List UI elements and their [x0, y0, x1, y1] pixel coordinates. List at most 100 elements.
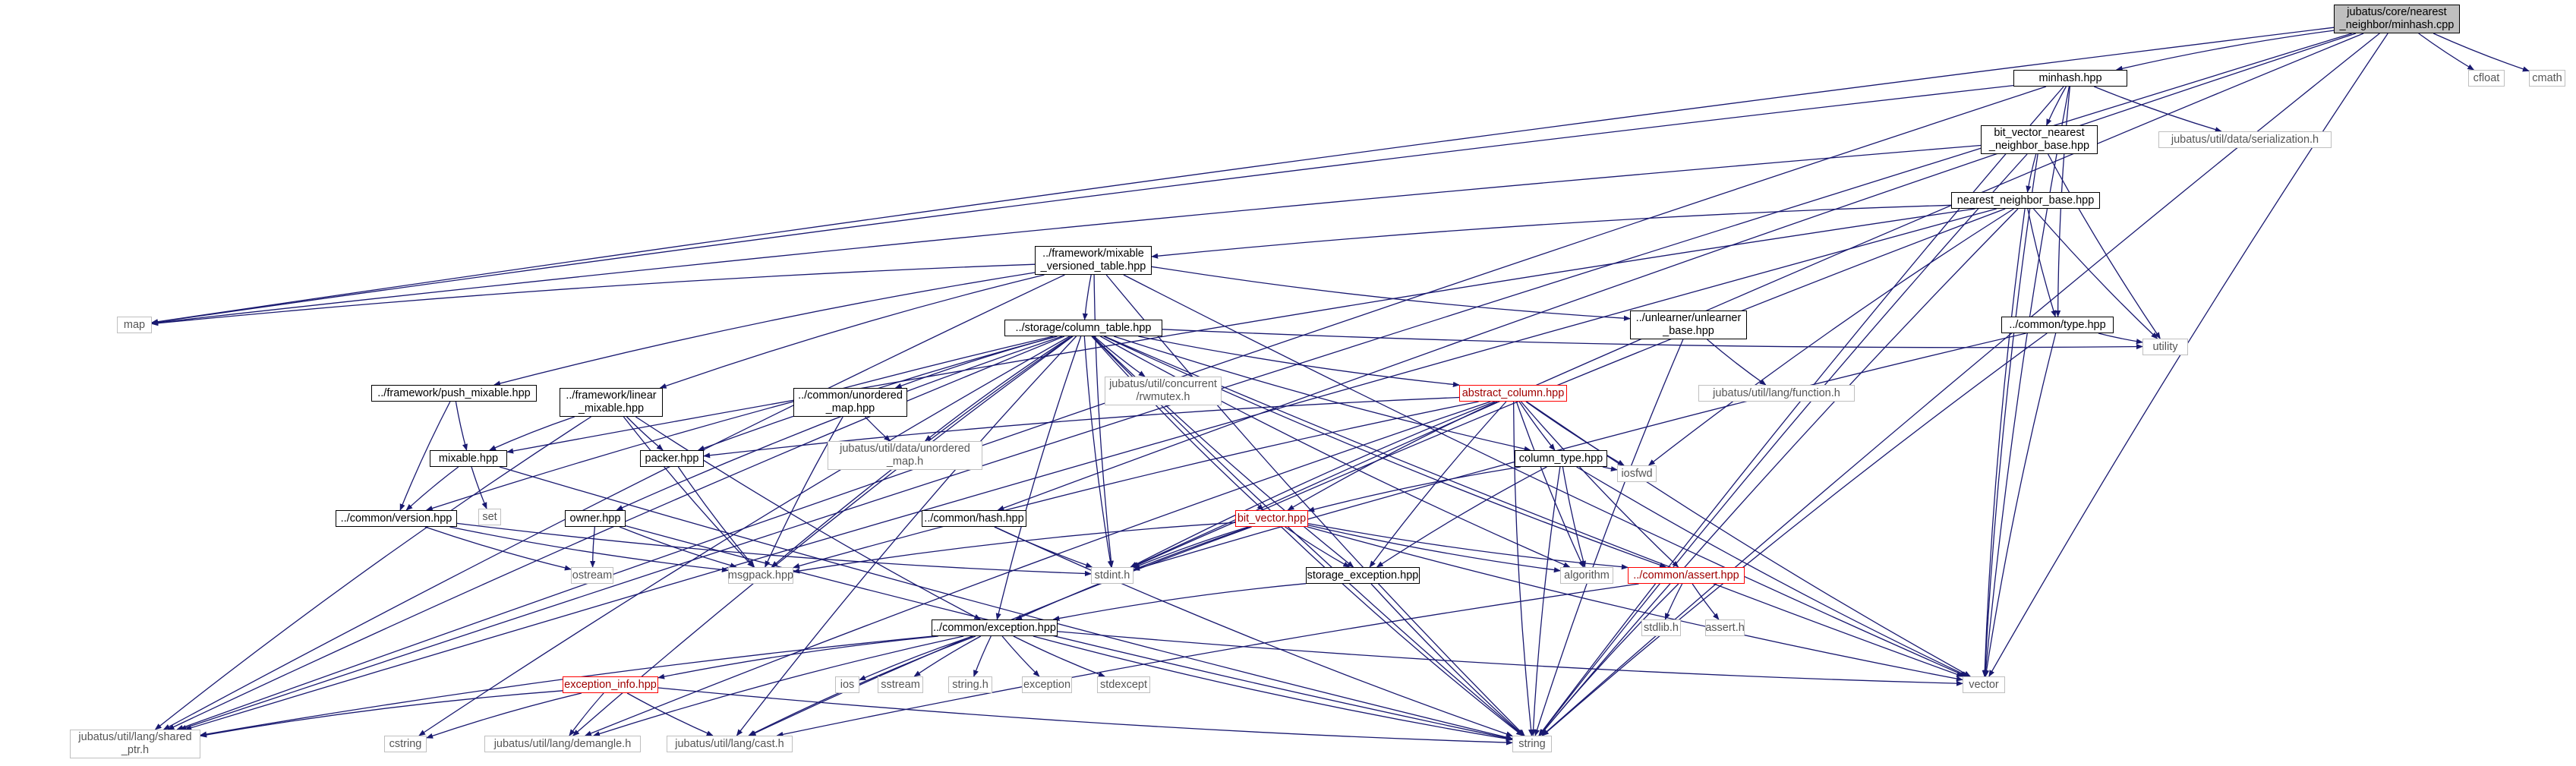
node-iosfwd: iosfwd: [1617, 465, 1657, 482]
node-utilunord: jubatus/util/data/unordered _map.h: [828, 441, 982, 470]
edge-bitvec-to-string: [1281, 526, 1524, 736]
edge-bitvec-to-msgpack: [793, 522, 1236, 574]
edge-nnbase-to-string: [1539, 208, 2019, 736]
edge-mixvt-to-stdint: [1093, 274, 1115, 568]
node-label: ../unlearner/unlearner _base.hpp: [1635, 312, 1742, 337]
edge-storexc-to-string: [1370, 583, 1524, 736]
edge-bitvec-to-storexc: [1285, 526, 1351, 568]
edge-version-to-msgpack: [449, 526, 729, 573]
edge-bitvec-to-algorithm: [1307, 525, 1561, 573]
edge-bvnnb-to-vector: [1982, 153, 2038, 677]
edge-assert-to-string: [1539, 583, 1679, 736]
node-ostream: ostream: [571, 567, 613, 584]
edge-coltype-to-bitvec: [1307, 466, 1521, 512]
node-bitvec[interactable]: bit_vector.hpp: [1235, 510, 1308, 527]
edge-coltable-to-storexc: [1092, 336, 1354, 568]
node-unordmap[interactable]: ../common/unordered _map.hpp: [793, 388, 907, 417]
edge-root-to-cmath: [2433, 33, 2530, 72]
edge-ctype-to-utility: [2098, 333, 2143, 345]
node-label: bit_vector.hpp: [1237, 512, 1307, 525]
edge-assert-to-stdlib: [1664, 583, 1683, 620]
node-set: set: [478, 509, 501, 525]
edge-nnbase-to-mixable: [506, 208, 1975, 454]
node-owner[interactable]: owner.hpp: [565, 510, 626, 527]
node-coltype[interactable]: column_type.hpp: [1515, 450, 1607, 467]
node-coltable[interactable]: ../storage/column_table.hpp: [1004, 320, 1162, 336]
node-serialization: jubatus/util/data/serialization.h: [2158, 131, 2332, 148]
node-label: storage_exception.hpp: [1307, 569, 1419, 582]
edge-coltable-to-bitvec: [1091, 336, 1264, 511]
node-assert[interactable]: ../common/assert.hpp: [1628, 567, 1745, 584]
edge-pushmix-to-version: [399, 401, 451, 511]
node-abscol[interactable]: abstract_column.hpp: [1459, 385, 1567, 402]
node-mixable[interactable]: mixable.hpp: [430, 450, 507, 467]
node-cast: jubatus/util/lang/cast.h: [667, 736, 793, 752]
node-mixvt[interactable]: ../framework/mixable _versioned_table.hp…: [1035, 246, 1152, 275]
edge-abscol-to-bitvec: [1287, 401, 1498, 511]
edge-exception-to-stringh: [973, 635, 992, 677]
node-label: ../framework/push_mixable.hpp: [377, 386, 531, 399]
edge-exception-to-ios: [859, 635, 973, 681]
node-label: packer.hpp: [645, 452, 699, 465]
edge-minhash-to-bvnnb: [2046, 86, 2067, 126]
edge-coltype-to-algorithm: [1562, 466, 1586, 568]
edge-bvnnb-to-map: [151, 144, 1982, 326]
node-linmix[interactable]: ../framework/linear _mixable.hpp: [560, 388, 663, 417]
edge-mixvt-to-pushmix: [493, 272, 1036, 386]
edge-exception-to-sstream: [913, 635, 982, 677]
edge-bitvec-to-vector: [1307, 526, 1963, 682]
node-label: ../framework/mixable _versioned_table.hp…: [1040, 247, 1146, 273]
edge-exception-to-stdexcept: [1013, 635, 1105, 677]
node-version[interactable]: ../common/version.hpp: [336, 510, 457, 527]
edge-coltable-to-cast: [736, 336, 1077, 736]
node-exception[interactable]: ../common/exception.hpp: [932, 619, 1058, 636]
node-pushmix[interactable]: ../framework/push_mixable.hpp: [371, 385, 537, 402]
node-label: stdexcept: [1099, 678, 1148, 691]
edge-minhash-to-vector: [1982, 86, 2070, 677]
edge-abscol-to-storexc: [1369, 401, 1507, 568]
edge-abscol-to-iosfwd: [1525, 401, 1625, 466]
node-root[interactable]: jubatus/core/nearest _neighbor/minhash.c…: [2334, 5, 2460, 33]
edge-assert-to-asserth: [1692, 583, 1720, 620]
node-label: ios: [840, 678, 855, 691]
edge-mixvt-to-sharedptr: [162, 274, 1065, 730]
node-sstream: sstream: [878, 676, 923, 693]
node-label: string: [1518, 737, 1546, 750]
node-packer[interactable]: packer.hpp: [640, 450, 704, 467]
edge-root-to-minhash: [2115, 30, 2335, 71]
node-label: utility: [2152, 340, 2178, 353]
edge-coltable-to-coltype: [1113, 336, 1531, 452]
node-label: jubatus/util/concurrent /rwmutex.h: [1109, 378, 1217, 403]
node-cmath: cmath: [2529, 70, 2565, 87]
node-label: jubatus/util/lang/shared _ptr.h: [78, 731, 192, 756]
node-storexc[interactable]: storage_exception.hpp: [1306, 567, 1420, 584]
edge-linmix-to-sharedptr: [154, 416, 591, 730]
node-label: stdlib.h: [1644, 621, 1679, 634]
node-sharedptr: jubatus/util/lang/shared _ptr.h: [70, 730, 200, 758]
edge-assert-to-cast: [776, 583, 1639, 737]
edge-excinfo-to-demangle: [569, 692, 604, 736]
edge-excinfo-to-string: [657, 687, 1513, 746]
edge-coltable-to-abscol: [1138, 336, 1460, 387]
node-ios: ios: [835, 676, 859, 693]
edge-bvnnb-to-string: [1538, 153, 2028, 736]
node-nnbase[interactable]: nearest_neighbor_base.hpp: [1951, 192, 2100, 209]
node-algorithm: algorithm: [1560, 567, 1613, 584]
node-excinfo[interactable]: exception_info.hpp: [563, 676, 658, 693]
node-ctype[interactable]: ../common/type.hpp: [2001, 317, 2114, 333]
node-unlearner[interactable]: ../unlearner/unlearner _base.hpp: [1630, 310, 1747, 339]
node-label: nearest_neighbor_base.hpp: [1956, 194, 2095, 206]
edge-unordmap-to-msgpack: [765, 416, 843, 568]
edge-coltable-to-rwmutex: [1093, 336, 1146, 377]
node-minhash[interactable]: minhash.hpp: [2013, 70, 2127, 87]
edge-excinfo-to-cstring: [426, 692, 582, 739]
edge-root-to-cfloat: [2418, 33, 2475, 71]
node-label: ../common/version.hpp: [340, 512, 452, 525]
edge-minhash-to-serialization: [2093, 86, 2222, 133]
edge-ctype-to-stdint: [1133, 333, 2026, 571]
node-hash[interactable]: ../common/hash.hpp: [922, 510, 1026, 527]
node-bvnnb[interactable]: bit_vector_nearest _neighbor_base.hpp: [1981, 125, 2098, 154]
edge-coltable-to-version: [425, 336, 1054, 511]
node-label: map: [123, 318, 146, 331]
